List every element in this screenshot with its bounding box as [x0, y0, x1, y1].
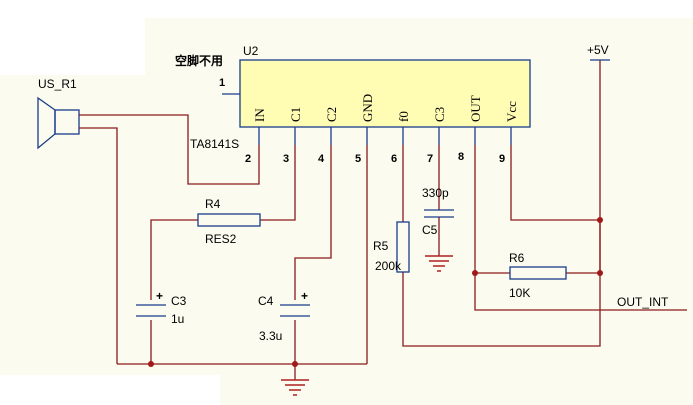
c3-value: 1u [171, 312, 184, 326]
pin-5-name: GND [360, 94, 375, 122]
r5-designator: R5 [373, 239, 389, 253]
power-label: +5V [587, 43, 609, 57]
pin-7-number: 7 [427, 153, 433, 165]
pin-5-number: 5 [355, 153, 361, 165]
r5-value: 200k [375, 259, 402, 273]
pin-8-name: OUT [468, 95, 483, 122]
r4-body[interactable] [197, 213, 261, 227]
pin-4-name: C2 [324, 107, 339, 122]
wire-r5-to-vcc-rail [402, 220, 601, 347]
capacitor-c3[interactable]: + C3 1u [136, 289, 187, 326]
ic-unused-pin-note: 空脚不用 [175, 53, 223, 68]
pin-6-name: f0 [396, 111, 411, 122]
junction-vcc-rail [597, 217, 603, 223]
r4-designator: R4 [205, 197, 221, 211]
capacitor-c4[interactable]: + C4 3.3u [258, 289, 310, 343]
resistor-r5[interactable]: R5 200k [373, 221, 410, 273]
ic-designator: U2 [243, 44, 259, 58]
pin-1-number: 1 [219, 77, 225, 89]
pin-3-name: C1 [288, 107, 303, 122]
sensor-designator: US_R1 [38, 77, 77, 91]
wire-sensor-to-ground [79, 127, 118, 364]
pin-9-name: Vcc [504, 101, 519, 122]
wire-r4-to-c3 [150, 219, 198, 300]
wire-vcc-to-rail [510, 145, 600, 221]
pin-9-number: 9 [499, 153, 505, 165]
r5-body[interactable] [396, 221, 410, 273]
c5-designator: C5 [422, 223, 438, 237]
junction-c4-bus [292, 361, 298, 367]
pin-4-number: 4 [318, 153, 325, 165]
power-symbol-5v: +5V [587, 43, 610, 61]
c5-value: 330p [422, 186, 449, 200]
ic-part-number: TA8141S [190, 137, 239, 151]
ground-symbol-main [281, 379, 309, 396]
junction-c3-bus [148, 361, 154, 367]
r4-value: RES2 [205, 232, 237, 246]
c3-polarity-mark: + [156, 289, 163, 303]
c3-designator: C3 [171, 294, 187, 308]
pin-7-name: C3 [432, 107, 447, 122]
resistor-r6[interactable]: R6 10K [509, 251, 567, 300]
pin-2-name: IN [252, 108, 267, 122]
pin-2-number: 2 [245, 153, 251, 165]
capacitor-c5[interactable]: 330p C5 [422, 186, 454, 237]
c4-value: 3.3u [259, 329, 282, 343]
ground-symbol-c5 [425, 255, 453, 272]
pin-3-number: 3 [283, 153, 289, 165]
r6-body[interactable] [509, 266, 567, 280]
wire-pin3-to-r4 [260, 145, 296, 221]
sensor-cone[interactable] [37, 96, 56, 150]
pin-6-number: 6 [391, 153, 397, 165]
wire-pin4-to-c4 [294, 145, 332, 300]
resistor-r4[interactable]: R4 RES2 [197, 197, 261, 246]
junction-r6-rail [597, 270, 603, 276]
r6-designator: R6 [509, 251, 525, 265]
ic-body[interactable] [239, 59, 531, 128]
c4-designator: C4 [258, 294, 274, 308]
wire-sensor-to-in [79, 114, 260, 185]
r6-value: 10K [509, 286, 530, 300]
c4-polarity-mark: + [301, 289, 308, 303]
wire-out-to-out-int [474, 145, 687, 311]
ultrasonic-sensor-us-r1[interactable]: US_R1 [37, 77, 80, 150]
ic-u2[interactable]: U2 TA8141S 空脚不用 1 2 3 4 5 6 7 8 9 IN C1 … [175, 44, 531, 165]
pin-8-number: 8 [458, 151, 464, 163]
junction-r6-out [472, 270, 478, 276]
net-label-out-int: OUT_INT [617, 295, 669, 309]
